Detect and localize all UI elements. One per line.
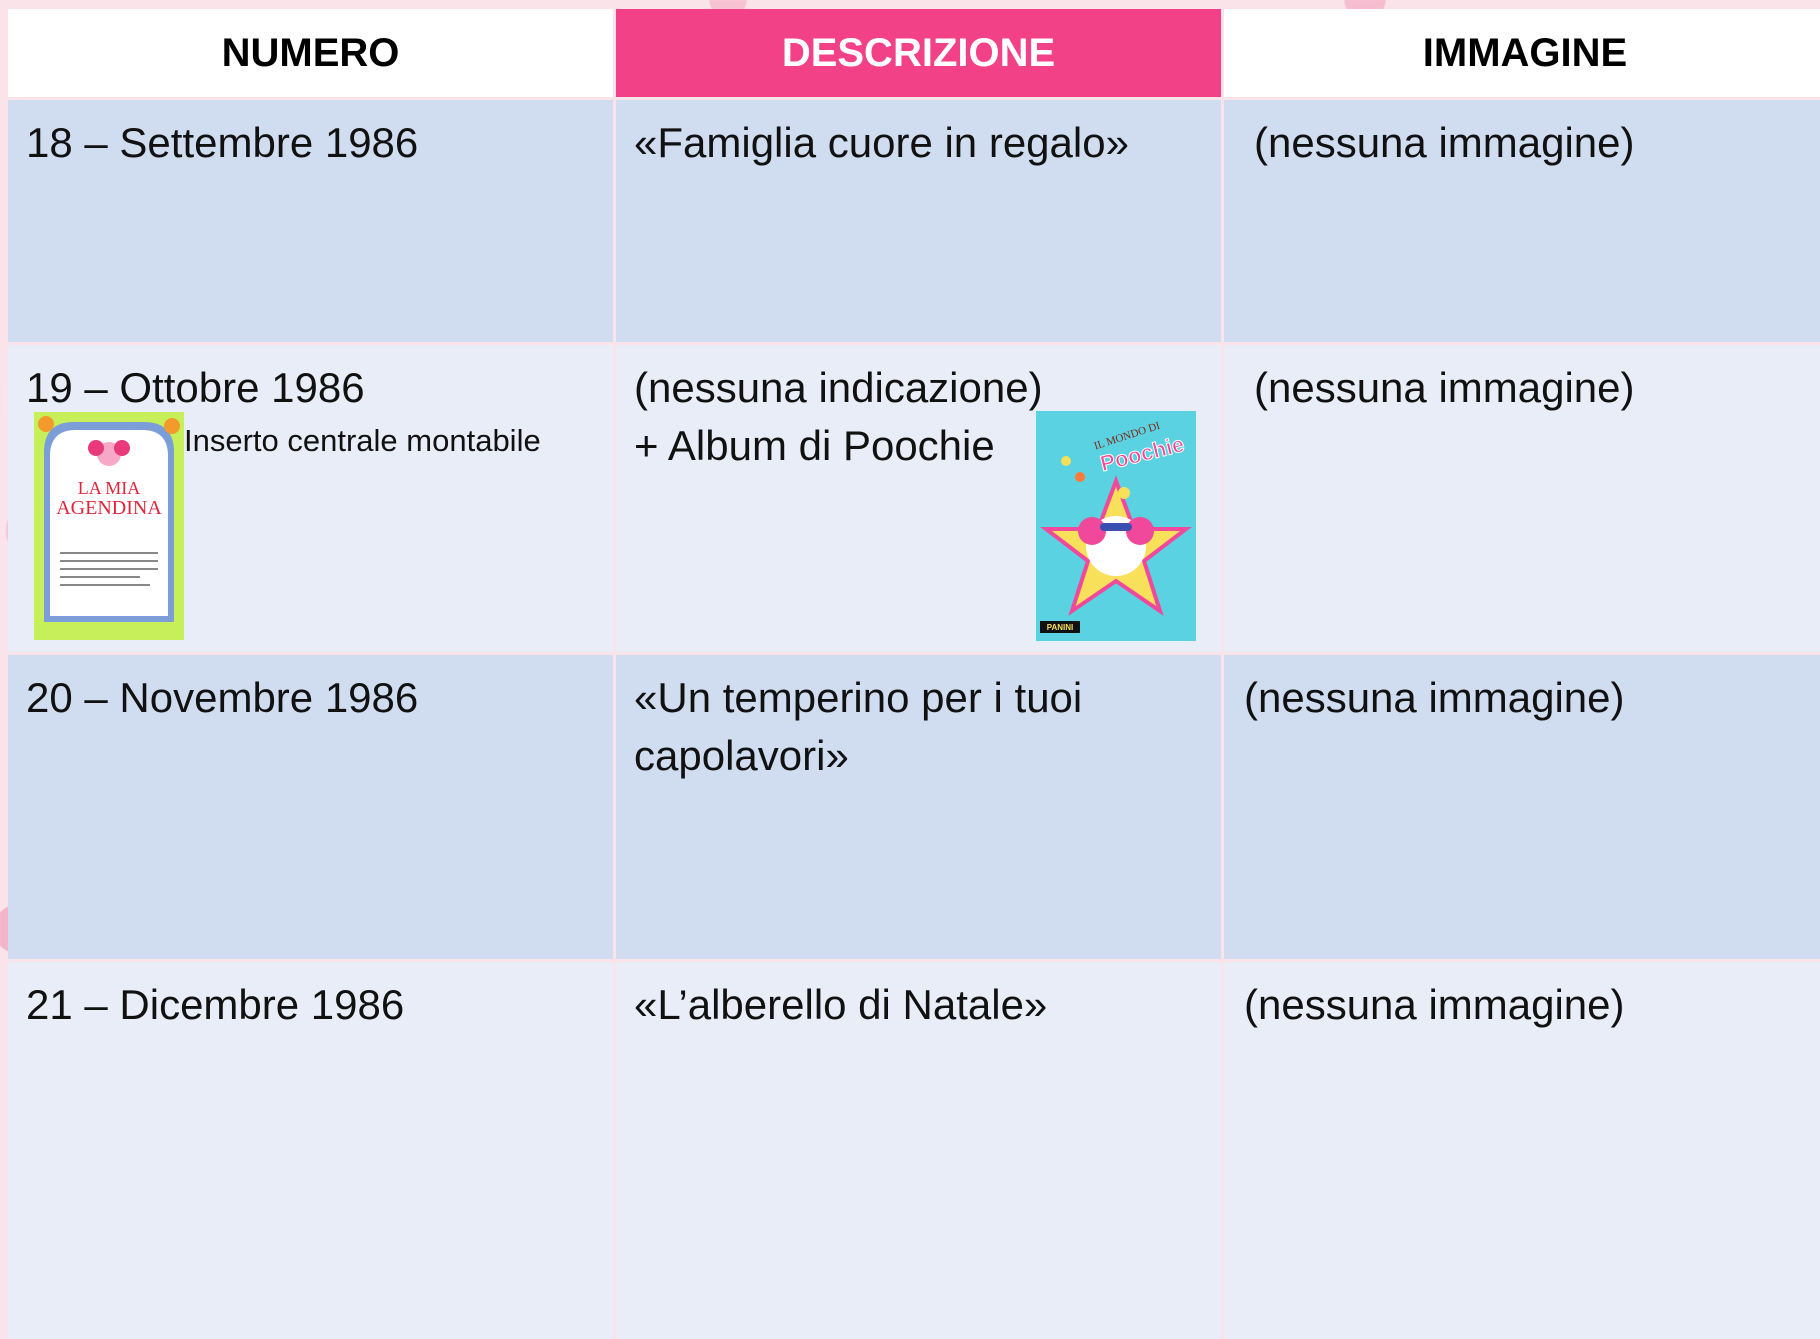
- numero-text: 18 – Settembre 1986: [26, 119, 419, 166]
- header-descrizione: DESCRIZIONE: [616, 9, 1221, 97]
- numero-text: 19 – Ottobre 1986: [26, 364, 365, 411]
- numero-text: 20 – Novembre 1986: [26, 674, 419, 721]
- table-row-20-descrizione: «Un temperino per i tuoi capolavori»: [616, 655, 1221, 959]
- table-row-19-numero: 19 – Ottobre 1986 LA MIA AGENDINA Insert…: [8, 345, 613, 652]
- immagine-text: (nessuna immagine): [1254, 119, 1635, 166]
- table-row-21-numero: 21 – Dicembre 1986: [8, 962, 613, 1339]
- table-row-21-descrizione: «L’alberello di Natale»: [616, 962, 1221, 1339]
- poochie-album-image: IL MONDO DI Poochie PANINI: [1036, 411, 1196, 641]
- inserto-note: Inserto centrale montabile: [184, 423, 541, 458]
- immagine-text: (nessuna immagine): [1254, 364, 1635, 411]
- descrizione-text: «Un temperino per i tuoi: [634, 674, 1083, 721]
- agendina-title-1: LA MIA: [78, 478, 141, 498]
- table-row-18-descrizione: «Famiglia cuore in regalo»: [616, 100, 1221, 342]
- issues-table: NUMERO DESCRIZIONE IMMAGINE 18 – Settemb…: [8, 9, 1820, 1339]
- table-row-18-numero: 18 – Settembre 1986: [8, 100, 613, 342]
- descrizione-text: (nessuna indicazione): [634, 364, 1043, 411]
- agendina-title-2: AGENDINA: [56, 497, 162, 519]
- header-numero: NUMERO: [8, 9, 613, 97]
- table-row-20-numero: 20 – Novembre 1986: [8, 655, 613, 959]
- numero-text: 21 – Dicembre 1986: [26, 981, 405, 1028]
- header-immagine: IMMAGINE: [1224, 9, 1820, 97]
- table-row-20-immagine: (nessuna immagine): [1224, 655, 1820, 959]
- agendina-cover-image: LA MIA AGENDINA: [34, 412, 184, 640]
- descrizione-text-2: capolavori»: [634, 732, 849, 779]
- descrizione-text-2: + Album di Poochie: [634, 422, 995, 469]
- table-row-21-immagine: (nessuna immagine): [1224, 962, 1820, 1339]
- descrizione-text: «L’alberello di Natale»: [634, 981, 1048, 1028]
- table-row-19-descrizione: (nessuna indicazione) + Album di Poochie…: [616, 345, 1221, 652]
- immagine-text: (nessuna immagine): [1244, 981, 1625, 1028]
- table-row-18-immagine: (nessuna immagine): [1224, 100, 1820, 342]
- table-row-19-immagine: (nessuna immagine): [1224, 345, 1820, 652]
- descrizione-text: «Famiglia cuore in regalo»: [634, 119, 1129, 166]
- album-brand: PANINI: [1047, 623, 1074, 632]
- immagine-text: (nessuna immagine): [1244, 674, 1625, 721]
